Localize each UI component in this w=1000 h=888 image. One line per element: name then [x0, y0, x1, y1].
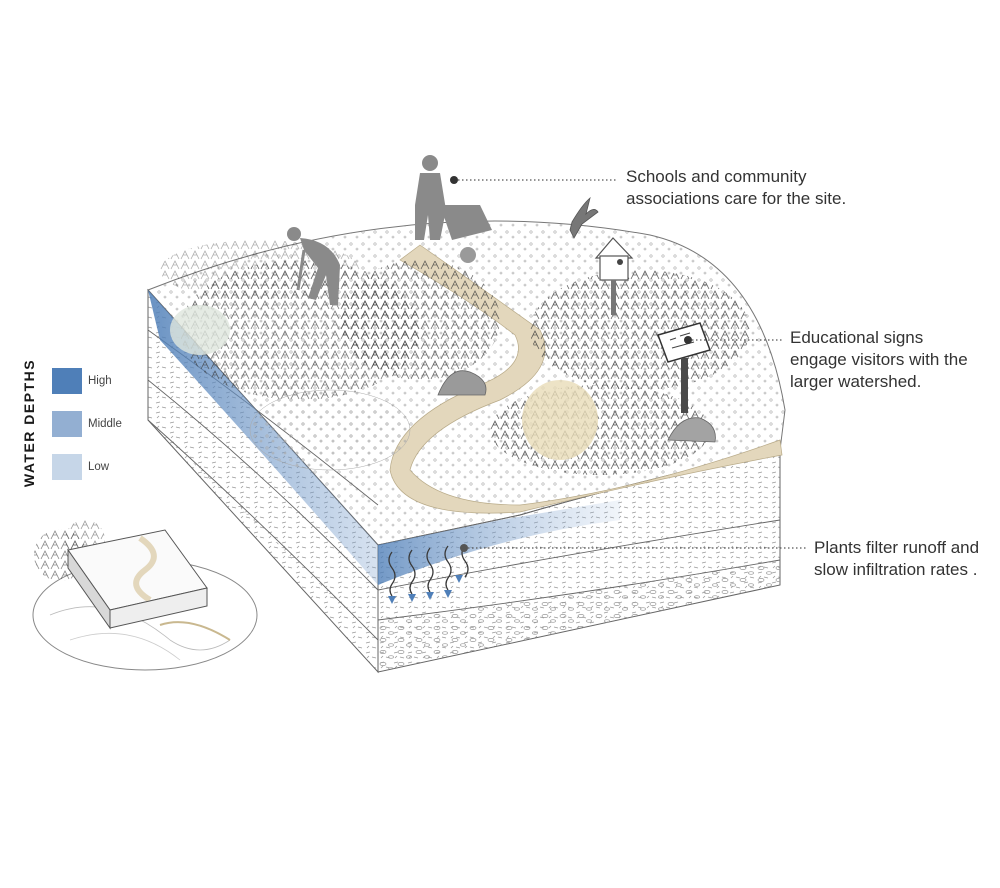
- inset-site-map: [32, 520, 258, 671]
- rock-left: [437, 370, 487, 396]
- annotation-line: slow infiltration rates .: [814, 560, 978, 579]
- volunteer-with-wheelbarrow: [415, 155, 492, 263]
- annotation-community-care: Schools and community associations care …: [626, 166, 846, 210]
- legend-label-middle: Middle: [88, 418, 122, 430]
- legend-title-text: WATER DEPTHS: [21, 358, 37, 487]
- legend-swatch-middle: [52, 411, 82, 437]
- water-drop-arrows: [388, 575, 463, 604]
- legend-swatch-high: [52, 368, 82, 394]
- annotation-line: engage visitors with the: [790, 350, 968, 369]
- annotation-line: associations care for the site.: [626, 189, 847, 208]
- main-block: [147, 220, 786, 674]
- vegetation: [160, 240, 750, 475]
- legend-item-middle: Middle: [52, 411, 122, 437]
- annotation-line: Schools and community: [626, 167, 807, 186]
- educational-sign-icon: [657, 322, 711, 413]
- water-front-band: [378, 500, 620, 585]
- inset-block-front: [109, 587, 208, 629]
- legend-item-high: High: [52, 368, 112, 394]
- legend-item-low: Low: [52, 454, 109, 480]
- birdhouse-icon: [594, 237, 634, 315]
- legend-title: WATER DEPTHS: [14, 355, 44, 490]
- gardener-figure: [287, 227, 340, 305]
- annotation-line: Plants filter runoff and: [814, 538, 980, 557]
- annotation-educational-signs: Educational signs engage visitors with t…: [790, 327, 968, 393]
- legend-label-high: High: [88, 375, 112, 387]
- annotation-leaders: [450, 176, 808, 552]
- annotation-line: Educational signs: [790, 328, 924, 347]
- rock-right: [667, 417, 716, 443]
- annotation-line: larger watershed.: [790, 372, 922, 391]
- legend-swatch-low: [52, 454, 82, 480]
- bird-icon: [569, 196, 599, 239]
- legend-label-low: Low: [88, 461, 110, 473]
- annotation-plants-filter: Plants filter runoff and slow infiltrati…: [814, 537, 979, 581]
